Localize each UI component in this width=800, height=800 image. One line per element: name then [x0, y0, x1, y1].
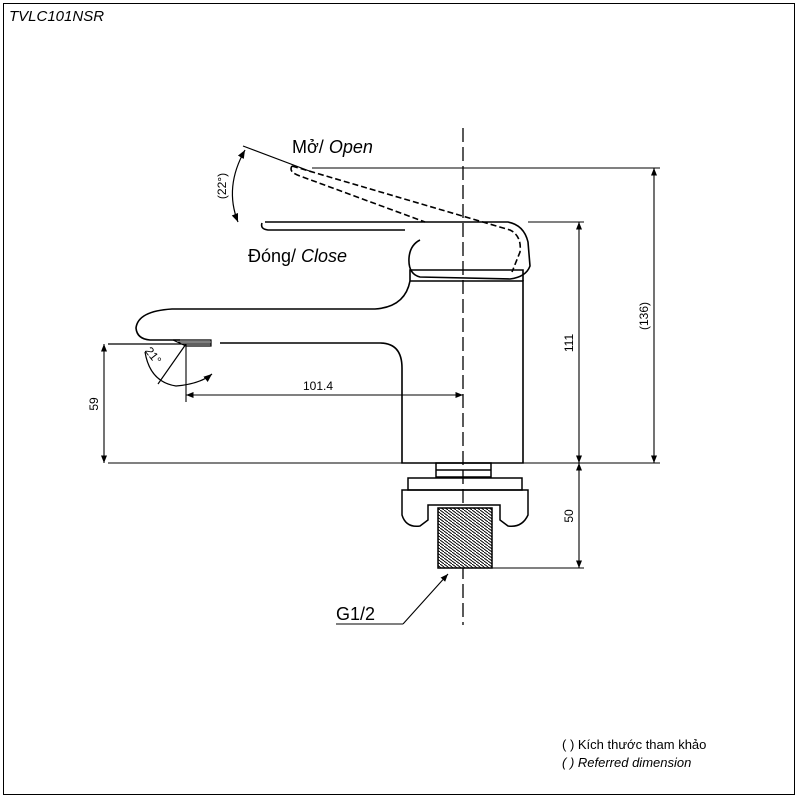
mounting-nut: [401, 462, 529, 528]
lever-angle-arc: [231, 145, 313, 223]
model-code: TVLC101NSR: [9, 8, 105, 25]
handle-closed: [260, 221, 531, 280]
lever-angle-label: (22°): [215, 173, 229, 199]
legend-vietnamese: ( ) Kích thước tham khảo: [562, 737, 707, 752]
open-label: Mở/ Open: [292, 137, 373, 157]
shank-length-label: 50: [562, 509, 576, 523]
spout-reach-label: 101.4: [303, 379, 333, 393]
threaded-shank: [437, 507, 493, 569]
drawing-frame: [3, 3, 795, 795]
total-height-label: (136): [637, 302, 651, 330]
faucet-body: [135, 269, 524, 464]
close-label: Đóng/ Close: [248, 246, 347, 266]
body-height-label: 111: [562, 334, 576, 353]
legend-english: ( ) Referred dimension: [562, 755, 692, 770]
spout-angle-label: 21°: [142, 344, 164, 367]
spout-angle-arc: [108, 343, 213, 387]
thread-label: G1/2: [336, 604, 375, 624]
spout-height-label: 59: [87, 397, 101, 411]
handle-open: [290, 165, 522, 273]
dimension-lines: [100, 167, 660, 625]
